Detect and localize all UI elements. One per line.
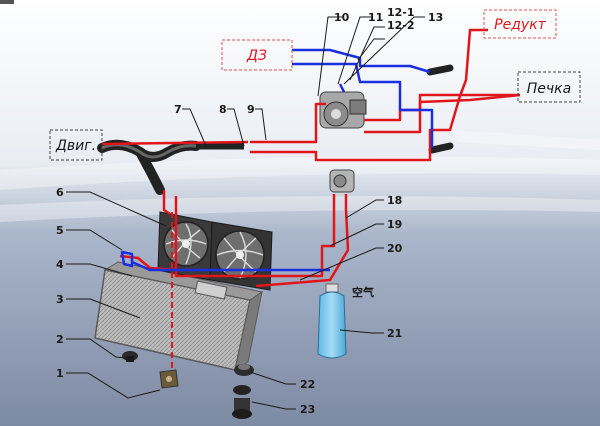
part-number: 23 (300, 403, 315, 416)
callout-lines (66, 16, 425, 410)
part-number: 19 (387, 218, 402, 231)
de-box (221, 39, 293, 71)
dvig-box (49, 129, 103, 161)
label-reduct: Редукт (494, 17, 546, 33)
part-number: 5 (56, 224, 64, 237)
label-dvig: Двиг. (55, 138, 96, 154)
part-numbers: 1 2 3 4 5 6 7 8 9 10 11 12-1 12-2 13 18 … (56, 6, 443, 416)
part-number: 9 (247, 103, 255, 116)
mount-23 (232, 385, 252, 419)
part-number: 1 (56, 367, 64, 380)
connector-13 (426, 64, 454, 76)
thermostat (329, 169, 355, 193)
part-number: 10 (334, 11, 350, 24)
part-number: 12-2 (387, 19, 415, 32)
sensor-2 (122, 351, 138, 362)
part-number: 12-1 (387, 6, 415, 19)
part-number: 3 (56, 293, 64, 306)
part-number: 21 (387, 327, 402, 340)
part-number: 11 (368, 11, 383, 24)
pechka-box (517, 71, 581, 103)
label-pechka: Печка (527, 81, 571, 97)
pump-housing (319, 91, 367, 129)
label-de: ДЗ (246, 48, 267, 64)
part-number: 2 (56, 333, 64, 346)
part-number: 20 (387, 242, 403, 255)
part-number: 18 (387, 194, 402, 207)
part-number: 22 (300, 378, 315, 391)
radiator (94, 261, 264, 372)
top-left-mark (0, 0, 14, 4)
cap-22 (234, 364, 254, 376)
engine-hose (97, 139, 201, 195)
bracket-1 (159, 369, 179, 389)
reduct-box (483, 9, 557, 39)
connector-heater (428, 142, 454, 154)
part-number: 7 (174, 103, 182, 116)
part-number: 4 (56, 258, 64, 271)
label-air: 空气 (352, 285, 374, 299)
part-number: 8 (219, 103, 227, 116)
part-number: 6 (56, 186, 64, 199)
part-number: 13 (428, 11, 443, 24)
expansion-tank (317, 283, 347, 359)
